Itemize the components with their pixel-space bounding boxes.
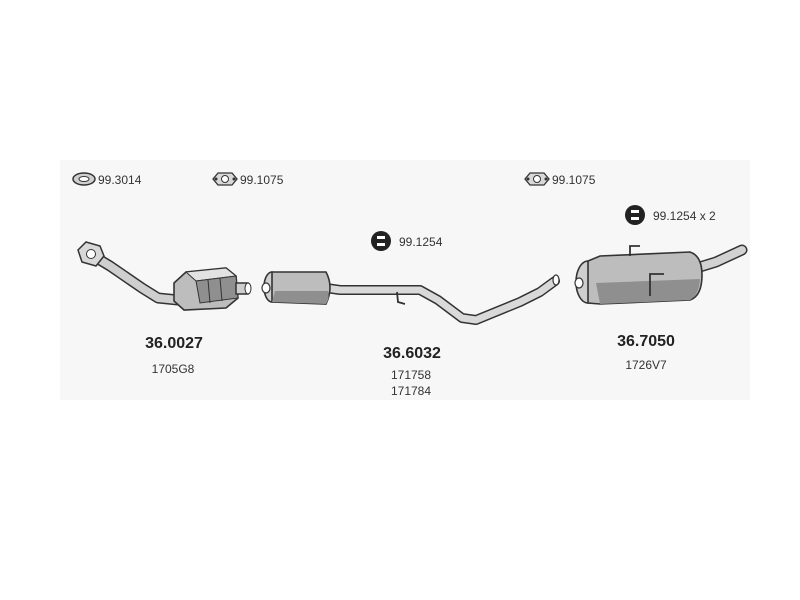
- rear-silencer-shade: [596, 279, 700, 304]
- inlet-flange-hole: [86, 249, 96, 259]
- accessory-rubber-mount-2: 99.1254 x 2: [625, 205, 716, 225]
- accessory-code: 99.3014: [98, 173, 142, 187]
- converter-rib: [207, 279, 211, 304]
- converter-rib: [219, 277, 223, 302]
- part-number: 36.6032: [383, 345, 441, 362]
- pipe-hanger: [396, 291, 406, 305]
- flange-gasket-bolt: [526, 177, 530, 181]
- ring-gasket-hole: [78, 176, 90, 182]
- part-label-36-6032: 36.6032 171758 171784: [383, 345, 441, 398]
- middle-silencer-drawing: [261, 271, 560, 325]
- rubber-mount-icon: [625, 205, 645, 225]
- flange-gasket-bolt: [544, 177, 548, 181]
- part-number: 36.0027: [145, 335, 203, 352]
- front-pipe-fill: [86, 250, 182, 304]
- accessory-code: 99.1075: [552, 173, 596, 187]
- oem-reference: 1726V7: [625, 358, 667, 372]
- accessory-code: 99.1254 x 2: [653, 209, 716, 223]
- flange-gasket-hole: [533, 175, 541, 183]
- converter-outlet-opening: [244, 282, 252, 295]
- rear-hanger: [629, 245, 640, 256]
- flange-gasket-hole: [221, 175, 229, 183]
- accessory-code: 99.1254: [399, 235, 443, 249]
- rubber-mount-slot: [631, 217, 639, 220]
- accessory-flange-gasket-2: 99.1075: [524, 172, 596, 187]
- part-number: 36.7050: [617, 333, 675, 350]
- flange-gasket-bolt: [214, 177, 218, 181]
- flange-gasket-bolt: [232, 177, 236, 181]
- rear-hanger: [649, 273, 664, 296]
- rubber-mount-slot: [631, 210, 639, 213]
- part-label-36-0027: 36.0027 1705G8: [145, 335, 203, 376]
- rubber-mount-slot: [377, 236, 385, 239]
- accessory-flange-gasket-1: 99.1075: [212, 172, 284, 187]
- converter-side-shade: [195, 275, 239, 304]
- rear-silencer-drawing: [574, 244, 748, 305]
- middle-pipe-fill: [322, 277, 559, 324]
- accessory-code: 99.1075: [240, 173, 284, 187]
- part-label-36-7050: 36.7050 1726V7: [617, 333, 675, 372]
- silencer-shade: [272, 291, 329, 304]
- middle-pipe-end: [552, 274, 560, 286]
- rear-silencer-inlet: [574, 277, 584, 289]
- rubber-mount-slot: [377, 243, 385, 246]
- silencer-inlet: [261, 282, 271, 294]
- catalytic-converter-drawing: [77, 241, 252, 311]
- accessory-ring-gasket: 99.3014: [72, 172, 142, 187]
- oem-reference: 171758: [391, 368, 431, 382]
- accessory-rubber-mount-1: 99.1254: [371, 231, 443, 251]
- oem-reference: 171784: [391, 384, 431, 398]
- rubber-mount-icon: [371, 231, 391, 251]
- oem-reference: 1705G8: [152, 362, 195, 376]
